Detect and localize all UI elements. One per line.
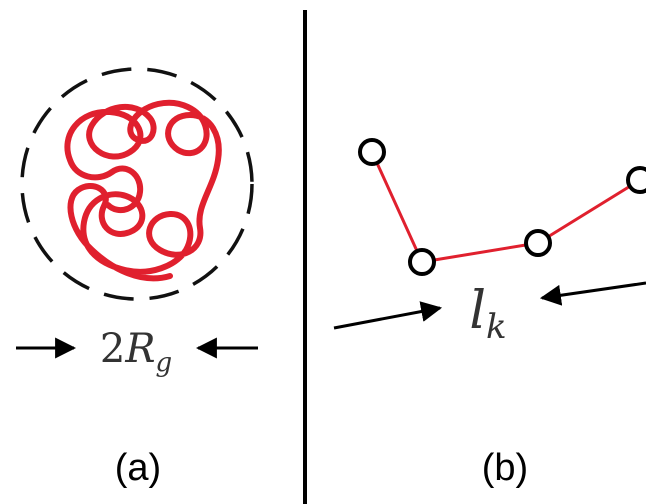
panel-a: 2Rg (a) bbox=[16, 67, 258, 489]
bead bbox=[626, 166, 646, 194]
bead bbox=[524, 229, 552, 257]
arrow-right-icon bbox=[333, 301, 443, 330]
radius-of-gyration-label: 2Rg bbox=[100, 326, 172, 378]
bead bbox=[358, 138, 386, 166]
panel-b-label: (b) bbox=[482, 447, 528, 489]
measure-coefficient: 2 bbox=[100, 326, 125, 372]
measure-symbol: R bbox=[124, 326, 155, 372]
panel-a-label: (a) bbox=[115, 447, 161, 489]
bead bbox=[408, 248, 436, 276]
gyration-circle bbox=[20, 67, 254, 301]
segment-length-label: lk bbox=[469, 281, 506, 347]
segment-symbol: l bbox=[469, 281, 486, 341]
measure-subscript: g bbox=[155, 348, 172, 378]
chain-bonds bbox=[370, 151, 641, 264]
panel-b: lk (b) bbox=[333, 138, 646, 489]
coiled-polymer-chain bbox=[64, 99, 222, 282]
segment-subscript: k bbox=[486, 307, 507, 347]
arrow-left-icon bbox=[539, 281, 646, 306]
